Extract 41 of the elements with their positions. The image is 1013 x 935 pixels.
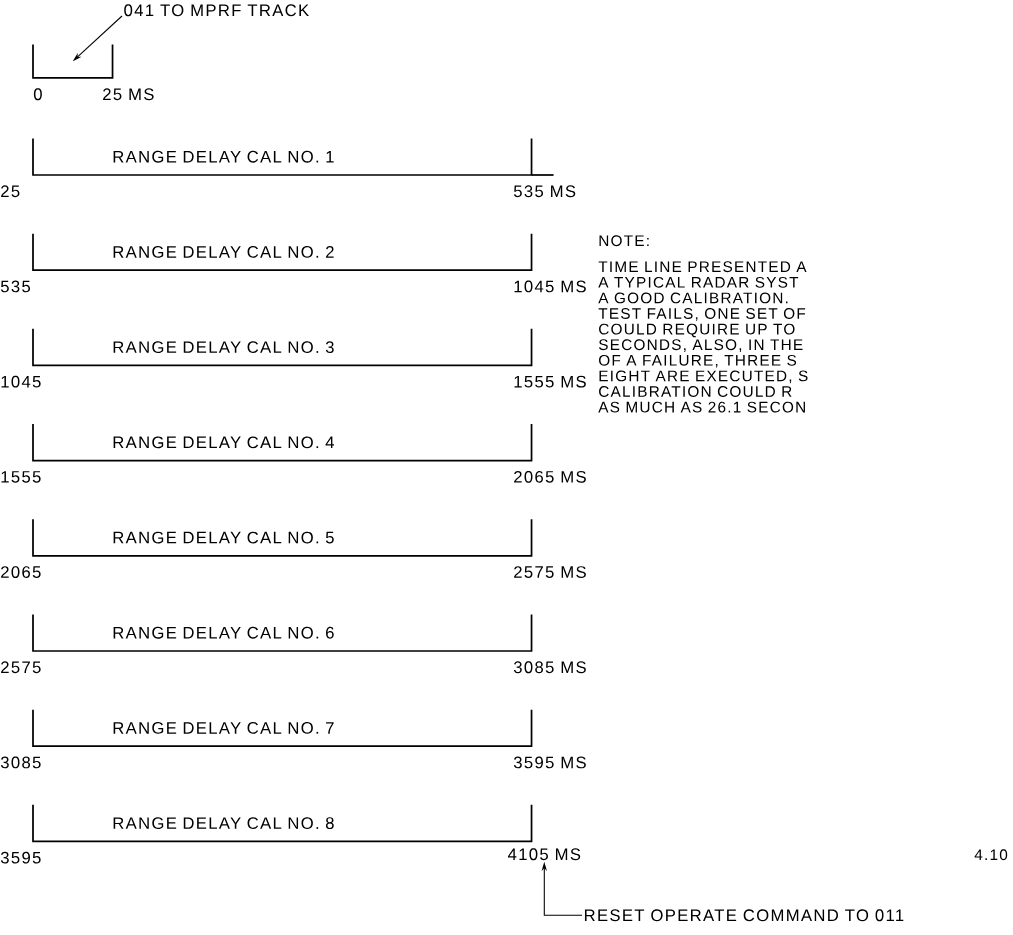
time-label: 3595 bbox=[0, 851, 41, 864]
time-label: 1555 MS bbox=[514, 375, 586, 388]
callout-text: RESET OPERATE COMMAND TO 011 bbox=[584, 909, 904, 922]
bracket: RANGE DELAY CAL NO. 6 bbox=[32, 613, 533, 652]
note-text: COULD REQUIRE UP TO bbox=[599, 323, 795, 338]
bracket: RANGE DELAY CAL NO. 7 bbox=[32, 708, 533, 748]
callout-text: 4105 MS bbox=[508, 848, 581, 861]
bracket bbox=[32, 43, 114, 79]
note-text: EIGHT ARE EXECUTED, S bbox=[599, 370, 808, 384]
note-text: TIME LINE PRESENTED A bbox=[598, 261, 807, 273]
note-text: OF A FAILURE, THREE S bbox=[599, 354, 797, 368]
bracket: RANGE DELAY CAL NO. 4 bbox=[32, 423, 533, 462]
bracket: RANGE DELAY CAL NO. 1 bbox=[32, 137, 555, 176]
bracket: RANGE DELAY CAL NO. 5 bbox=[32, 518, 533, 557]
time-label: 3085 bbox=[0, 756, 41, 769]
time-label: 535 MS bbox=[513, 185, 576, 198]
bracket: RANGE DELAY CAL NO. 3 bbox=[32, 328, 533, 367]
note-text: TEST FAILS, ONE SET OF bbox=[598, 308, 806, 321]
time-label: 25 bbox=[1, 185, 20, 198]
time-label: 2065 bbox=[1, 566, 41, 578]
figure-number: 4.10 bbox=[974, 849, 1008, 861]
note-text: A TYPICAL RADAR SYST bbox=[598, 276, 799, 288]
time-label: 1045 MS bbox=[514, 280, 586, 293]
time-label: 2575 MS bbox=[514, 566, 586, 578]
time-label: 25 MS bbox=[103, 88, 154, 101]
note-heading: NOTE: bbox=[599, 235, 649, 247]
bracket: RANGE DELAY CAL NO. 2 bbox=[32, 232, 533, 272]
time-label: 3595 MS bbox=[513, 756, 586, 769]
time-label: 0 bbox=[33, 88, 42, 101]
note-text: A GOOD CALIBRATION. bbox=[598, 292, 788, 304]
note-text: AS MUCH AS 26.1 SECON bbox=[598, 401, 805, 413]
time-label: 535 bbox=[0, 280, 31, 293]
bracket: RANGE DELAY CAL NO. 8 bbox=[32, 804, 533, 843]
time-label: 2065 MS bbox=[514, 470, 586, 483]
time-label: 1045 bbox=[1, 375, 41, 388]
note-text: SECONDS, ALSO, IN THE bbox=[598, 339, 803, 352]
time-label: 3085 MS bbox=[513, 661, 586, 674]
time-label: 2575 bbox=[1, 661, 41, 674]
callout-text: 041 TO MPRF TRACK bbox=[124, 4, 309, 17]
note-text: CALIBRATION COULD R bbox=[599, 386, 792, 397]
time-label: 1555 bbox=[1, 471, 41, 483]
